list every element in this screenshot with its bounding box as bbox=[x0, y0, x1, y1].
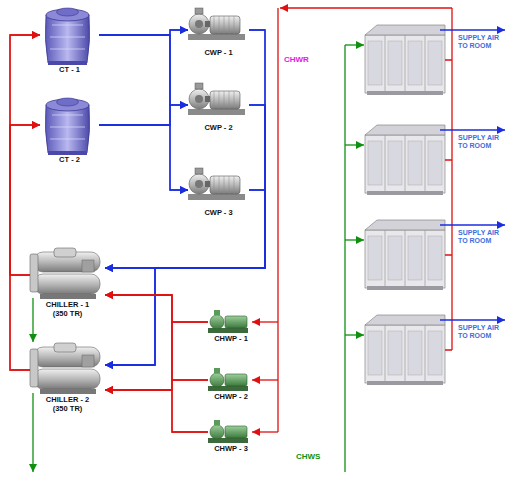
pipe-connector bbox=[99, 30, 188, 35]
supply-air-label: SUPPLY AIR TO ROOM bbox=[458, 34, 510, 50]
pipe-label: CHWS bbox=[296, 452, 320, 461]
equipment-label: CHILLER - 2 (350 TR) bbox=[42, 396, 94, 413]
condenser-pump: CWP - 3 bbox=[188, 168, 249, 218]
chilled-water-pump: CHWP - 1 bbox=[208, 310, 254, 344]
supply-air-label: SUPPLY AIR TO ROOM bbox=[458, 229, 510, 245]
pipe-connector bbox=[10, 35, 40, 370]
condenser-pump: CWP - 2 bbox=[188, 83, 249, 133]
chilled-water-pump: CHWP - 2 bbox=[208, 368, 254, 402]
cooling-tower: CT - 1 bbox=[40, 5, 99, 75]
pipe-connector bbox=[10, 125, 40, 275]
equipment-label: CHWP - 3 bbox=[208, 445, 254, 454]
pipe-connector bbox=[99, 125, 188, 190]
equipment-label: CWP - 2 bbox=[188, 124, 249, 133]
pipe-connector bbox=[99, 30, 188, 125]
equipment-label: CHWP - 2 bbox=[208, 393, 254, 402]
pipe-connector bbox=[10, 35, 40, 275]
equipment-label: CHWP - 1 bbox=[208, 335, 254, 344]
pipe-connector bbox=[10, 125, 40, 370]
pipe-connector bbox=[105, 322, 208, 390]
supply-air-label: SUPPLY AIR TO ROOM bbox=[458, 324, 510, 340]
pipe-connector bbox=[105, 105, 265, 268]
pipe-connector bbox=[105, 295, 208, 322]
pipe-connector bbox=[105, 295, 208, 380]
pipe-connector bbox=[105, 190, 265, 268]
equipment-label: CT - 2 bbox=[40, 156, 99, 165]
cooling-tower: CT - 2 bbox=[40, 95, 99, 165]
chilled-water-pump: CHWP - 3 bbox=[208, 420, 254, 454]
pipe-connector bbox=[105, 190, 265, 365]
pipe-label: CHWR bbox=[284, 55, 309, 64]
pipe-connector bbox=[105, 295, 208, 432]
equipment-label: CWP - 3 bbox=[188, 209, 249, 218]
chiller: CHILLER - 2 (350 TR) bbox=[30, 343, 105, 413]
pipe-connector bbox=[105, 380, 208, 390]
equipment-label: CHILLER - 1 (350 TR) bbox=[42, 301, 94, 318]
chiller: CHILLER - 1 (350 TR) bbox=[30, 248, 105, 318]
pipe-connector bbox=[99, 35, 188, 190]
condenser-pump: CWP - 1 bbox=[188, 8, 249, 58]
pipe-connector bbox=[105, 105, 265, 365]
pipe-connector bbox=[99, 105, 188, 125]
pipe-connector bbox=[99, 35, 188, 105]
supply-air-label: SUPPLY AIR TO ROOM bbox=[458, 134, 510, 150]
equipment-label: CWP - 1 bbox=[188, 49, 249, 58]
pipe-connector bbox=[105, 30, 265, 365]
pipe-connector bbox=[105, 30, 265, 268]
equipment-label: CT - 1 bbox=[40, 66, 99, 75]
pipe-connector bbox=[105, 390, 208, 432]
